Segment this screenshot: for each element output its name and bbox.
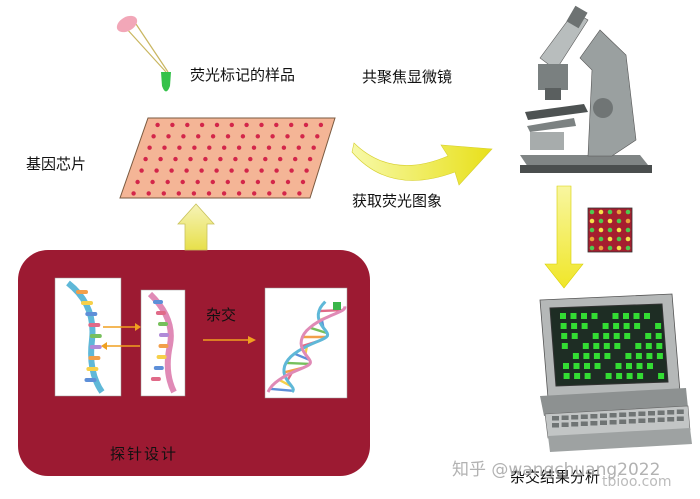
chip-dots: [131, 122, 324, 196]
label-acquire-image: 获取荧光图象: [352, 192, 443, 210]
label-result-analysis: 杂交结果分析: [510, 468, 601, 486]
label-gene-chip: 基因芯片: [26, 155, 87, 173]
label-confocal-microscope: 共聚焦显微镜: [362, 68, 453, 86]
probe-design-panel: [18, 203, 370, 476]
gene-chip: [119, 117, 336, 199]
watermark-text: 知乎 @wangchuang2022: [452, 460, 661, 480]
curved-arrow: [351, 142, 493, 186]
fluorescent-sample-icon: [116, 15, 171, 92]
down-arrow: [544, 185, 584, 289]
label-fluorescent-sample: 荧光标记的样品: [190, 66, 296, 84]
fluorescent-image-thumbnail: [587, 207, 633, 253]
label-hybridization: 杂交: [206, 306, 237, 324]
watermark-site: tbioo.com: [602, 474, 672, 490]
label-probe-design: 探针设计: [110, 445, 179, 463]
computer-icon: [539, 293, 692, 452]
up-arrow: [177, 203, 215, 251]
microscope-icon: [520, 5, 652, 173]
